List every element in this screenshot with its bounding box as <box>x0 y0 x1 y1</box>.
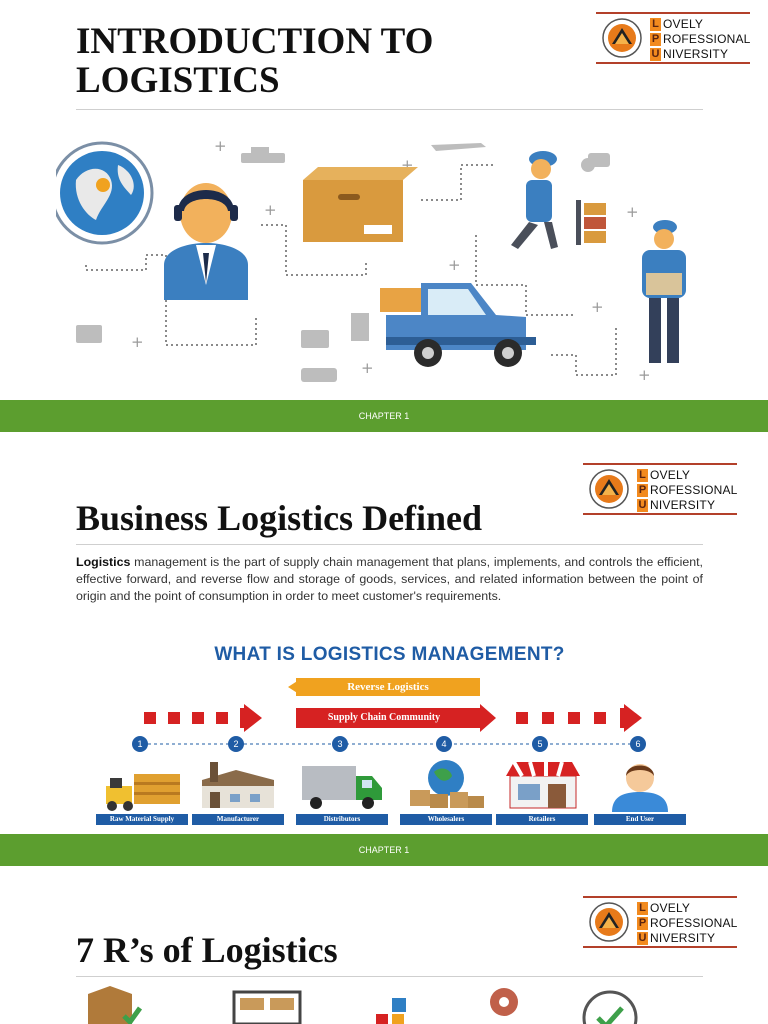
truck-icon <box>302 766 382 809</box>
title-line-1: INTRODUCTION TO <box>76 21 434 62</box>
university-emblem-icon <box>589 902 629 942</box>
title-divider <box>76 109 703 110</box>
logistics-management-infographic: WHAT IS LOGISTICS MANAGEMENT? Reverse Lo… <box>76 636 703 836</box>
university-emblem-icon <box>602 18 642 58</box>
flow-arrows <box>144 678 646 745</box>
person-icon <box>612 764 668 812</box>
svg-text:+: + <box>264 201 277 219</box>
stage-wholesalers: 4 Wholesalers <box>400 736 494 832</box>
stage-end-user: 6 End User <box>594 736 688 832</box>
title-divider <box>76 544 703 545</box>
clock-icon <box>582 990 638 1024</box>
title-line-2: LOGISTICS <box>76 60 280 101</box>
svg-text:+: + <box>361 359 374 377</box>
slide-title: Business Logistics Defined <box>76 498 483 538</box>
slide-title: INTRODUCTION TO LOGISTICS <box>76 22 536 100</box>
shop-icon <box>506 761 580 809</box>
title-divider <box>76 976 703 977</box>
stage-distributors: 3 Distributors <box>296 736 390 832</box>
stage-retailers: 5 Retailers <box>496 736 590 832</box>
logistics-definition: Logistics management is the part of supp… <box>76 554 703 605</box>
definition-body: management is the part of supply chain m… <box>76 555 703 603</box>
seven-rs-icons <box>88 986 638 1024</box>
lumber-forklift-icon <box>106 774 180 811</box>
factory-icon <box>202 762 274 808</box>
svg-text:+: + <box>131 333 144 351</box>
svg-text:+: + <box>214 137 227 155</box>
chapter-footer: CHAPTER 1 <box>0 400 768 432</box>
svg-text:+: + <box>591 298 604 316</box>
shelf-icon <box>232 990 302 1024</box>
stage-raw-material: 1 Raw Material Supply <box>96 736 190 832</box>
blocks-icon <box>392 998 406 1012</box>
svg-text:+: + <box>626 203 639 221</box>
supply-chain-label: Supply Chain Community <box>296 708 472 728</box>
stage-manufacturer: 2 Manufacturer <box>192 736 286 832</box>
logistics-illustration: +++ +++ +++ <box>56 137 686 384</box>
svg-text:+: + <box>448 256 461 274</box>
globe-boxes-icon <box>410 760 484 808</box>
definition-term: Logistics <box>76 555 131 569</box>
university-emblem-icon <box>589 469 629 509</box>
svg-text:+: + <box>638 366 651 384</box>
chapter-footer: CHAPTER 1 <box>0 834 768 866</box>
slide-title: 7 R’s of Logistics <box>76 930 338 970</box>
box-icon <box>88 986 132 1024</box>
infographic-heading: WHAT IS LOGISTICS MANAGEMENT? <box>214 644 565 665</box>
reverse-logistics-label: Reverse Logistics <box>296 678 480 696</box>
